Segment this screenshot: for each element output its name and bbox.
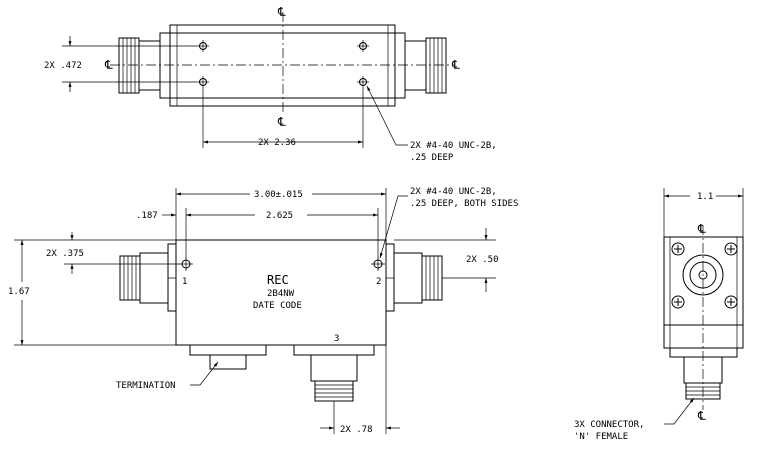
top-right-flange xyxy=(394,32,406,99)
termination-block xyxy=(189,344,267,356)
front-left-connector xyxy=(119,255,141,301)
top-left-connector xyxy=(118,37,140,94)
connector-note-line2: 'N' FEMALE xyxy=(574,432,628,442)
side-body xyxy=(663,236,744,349)
label-model: REC xyxy=(267,273,289,287)
top-view: ℄ ℄ ℄ ℄ 2X .472 2X 2.36 2X #4-40 UNC-2B,… xyxy=(44,5,497,163)
top-right-connector xyxy=(425,37,447,94)
top-note-line2: .25 DEEP xyxy=(410,153,454,163)
front-dim-port3-offset: 2X .78 xyxy=(340,425,373,435)
top-dim-pitch: 2X .472 xyxy=(44,61,82,71)
side-dim-width: 1.1 xyxy=(697,192,713,202)
front-dim-hole-spacing: 2.625 xyxy=(266,211,293,221)
label-part: 2B4NW xyxy=(267,289,295,299)
top-centerline-symbol-right: ℄ xyxy=(451,58,460,72)
top-left-flange xyxy=(159,32,171,99)
front-dim-hole-height: 2X .375 xyxy=(46,249,84,259)
front-dim-edge-offset: .187 xyxy=(136,211,158,221)
top-centerline-symbol-top: ℄ xyxy=(277,5,286,19)
front-note-line2: .25 DEEP, BOTH SIDES xyxy=(410,199,518,209)
side-view: ℄ ℄ 1.1 3X CONNECTOR, 'N' FEMALE xyxy=(574,188,744,442)
side-centerline-bottom: ℄ xyxy=(697,409,706,423)
port3-flange xyxy=(293,344,375,356)
top-holes xyxy=(197,40,369,88)
front-view: REC 2B4NW DATE CODE 1 2 3 3.00±.015 2.62… xyxy=(8,187,518,435)
termination-label: TERMINATION xyxy=(116,381,176,391)
front-right-connector xyxy=(421,255,443,301)
port3-connector xyxy=(314,380,354,402)
label-date-code: DATE CODE xyxy=(253,301,302,311)
side-centerline-top: ℄ xyxy=(697,222,706,236)
port-3-label: 3 xyxy=(334,334,339,344)
front-dim-height: 1.67 xyxy=(8,287,30,297)
front-dim-length: 3.00±.015 xyxy=(254,190,303,200)
connector-note-line1: 3X CONNECTOR, xyxy=(574,420,644,430)
top-dim-hole-spacing: 2X 2.36 xyxy=(258,138,296,148)
front-note-line1: 2X #4-40 UNC-2B, xyxy=(410,187,497,197)
top-centerline-symbol-bottom: ℄ xyxy=(277,115,286,129)
port-1-label: 1 xyxy=(182,277,187,287)
port-2-label: 2 xyxy=(376,277,381,287)
side-screws xyxy=(671,242,738,309)
top-note-line1: 2X #4-40 UNC-2B, xyxy=(410,141,497,151)
top-body xyxy=(169,24,396,107)
top-centerline-symbol-left: ℄ xyxy=(104,58,113,72)
front-dim-connector-height: 2X .50 xyxy=(466,255,499,265)
